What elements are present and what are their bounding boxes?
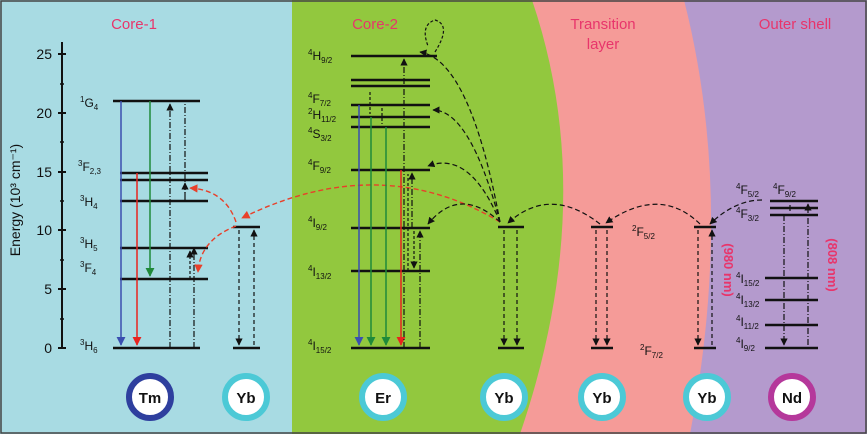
- core1-region: [0, 0, 292, 434]
- er-h112-label: 2H11/2: [308, 107, 337, 124]
- yb-f52-label: 2F5/2: [632, 224, 655, 241]
- nd-i92-label: 4I9/2: [736, 336, 755, 353]
- ion-label-yb-transition: Yb: [592, 390, 611, 407]
- tick-15: 15: [36, 164, 52, 180]
- yb-980nm-label: (980 nm): [721, 243, 736, 296]
- er-i92-label: 4I9/2: [308, 215, 327, 232]
- tick-10: 10: [36, 222, 52, 238]
- ion-label-yb-core1: Yb: [236, 390, 255, 407]
- er-i152-label: 4I15/2: [308, 338, 332, 355]
- yb-outer-transitions: [694, 229, 716, 346]
- transition-title-line1: Transition: [570, 16, 635, 33]
- nd-transitions: [780, 203, 812, 346]
- outer-shell-region: [684, 0, 867, 434]
- er-level-labels: 4H9/2 4F7/2 2H11/2 4S3/2 4F9/2 4I9/2 4I1…: [308, 48, 337, 355]
- yb-f72-label: 2F7/2: [640, 343, 663, 360]
- tick-0: 0: [44, 340, 52, 356]
- tm-h6-label: 3H6: [80, 338, 98, 355]
- tm-f4-label: 3F4: [80, 260, 97, 277]
- nd-f92-label: 4F9/2: [773, 182, 796, 199]
- outer-shell-title: Outer shell: [759, 16, 832, 33]
- red-energy-transfers: [189, 184, 501, 273]
- er-upconversion: [369, 58, 424, 348]
- yb-transition-levels: [591, 225, 613, 350]
- transition-title-line2: layer: [587, 36, 620, 53]
- ion-label-yb-outer: Yb: [697, 390, 716, 407]
- yb-core2-transitions: [500, 230, 521, 346]
- er-levels: [351, 54, 437, 350]
- tick-25: 25: [36, 46, 52, 62]
- ion-label-nd: Nd: [782, 390, 802, 407]
- er-i132-label: 4I13/2: [308, 264, 332, 281]
- nd-f32-label: 4F3/2: [736, 206, 759, 223]
- tm-h5-label: 3H5: [80, 236, 98, 253]
- energy-axis: 0 5 10 15 20 25 Energy (10³ cm⁻¹): [7, 42, 66, 356]
- tm-level-labels: 1G4 3F2,3 3H4 3H5 3F4 3H6: [78, 95, 101, 355]
- ion-badge-yb-core1: [222, 373, 270, 421]
- er-f72-label: 4F7/2: [308, 91, 331, 108]
- ion-label-er: Er: [375, 390, 391, 407]
- ion-badges: Tm Yb Er Yb Yb Yb Nd: [126, 373, 816, 421]
- ion-label-yb-core2: Yb: [494, 390, 513, 407]
- er-f92-label: 4F9/2: [308, 158, 331, 175]
- yb-core1-transitions: [235, 229, 258, 346]
- axis-label: Energy (10³ cm⁻¹): [7, 144, 23, 256]
- nd-i132-label: 4I13/2: [736, 292, 760, 309]
- ion-badge-yb-core2: [480, 373, 528, 421]
- ion-badge-nd: [768, 373, 816, 421]
- core2-title: Core-2: [352, 16, 398, 33]
- yb-transition-transitions: [592, 230, 611, 346]
- nd-f52-label: 4F5/2: [736, 182, 759, 199]
- ion-label-tm: Tm: [139, 390, 162, 407]
- tm-f23-label: 3F2,3: [78, 159, 101, 176]
- nd-808nm-label: (808 nm): [825, 238, 840, 291]
- core1-title: Core-1: [111, 16, 157, 33]
- ion-badge-er: [359, 373, 407, 421]
- black-energy-transfers: [419, 19, 763, 225]
- yb-core2-levels: [498, 225, 524, 350]
- tm-upconversion: [166, 103, 198, 348]
- ion-badge-tm: [126, 373, 174, 421]
- tm-h4-label: 3H4: [80, 194, 98, 211]
- tm-g4-label: 1G4: [80, 95, 99, 112]
- er-s32-label: 4S3/2: [308, 126, 332, 143]
- yb-core1-levels: [233, 225, 260, 350]
- yb-outer-levels: [694, 225, 716, 350]
- er-h92-label: 4H9/2: [308, 48, 333, 65]
- nd-i112-label: 4I11/2: [736, 314, 759, 331]
- nd-level-labels: 4F5/2 4F9/2 4F3/2 4I15/2 4I13/2 4I11/2 4…: [736, 182, 796, 353]
- tick-20: 20: [36, 105, 52, 121]
- nd-i152-label: 4I15/2: [736, 271, 760, 288]
- tm-levels: [113, 99, 208, 350]
- ion-badge-yb-transition: [578, 373, 626, 421]
- tick-5: 5: [44, 281, 52, 297]
- ion-badge-yb-outer: [683, 373, 731, 421]
